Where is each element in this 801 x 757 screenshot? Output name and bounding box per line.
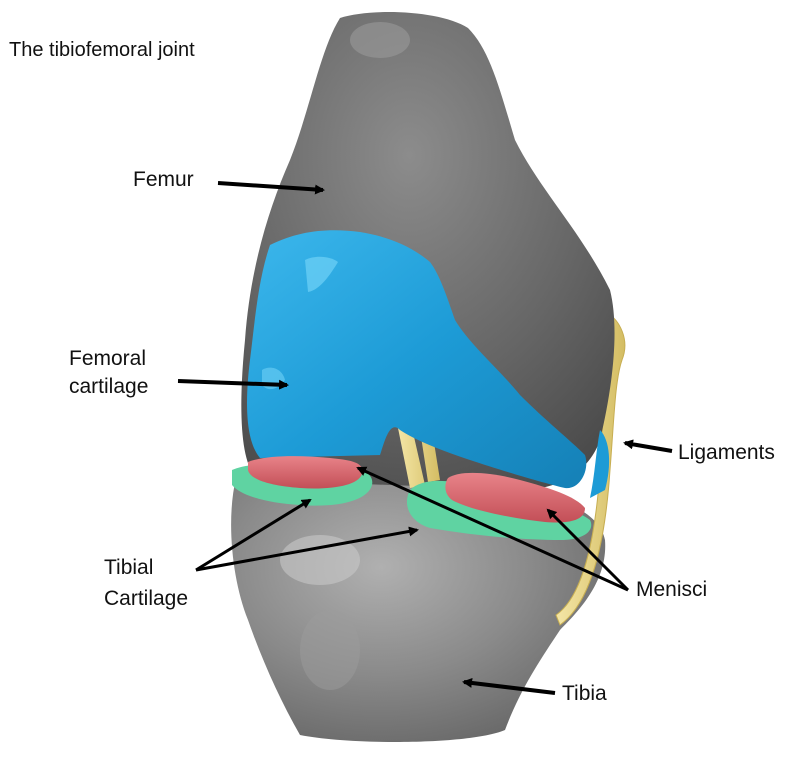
label-femoral-cartilage-line1: Femoral [69,346,146,372]
diagram-title: The tibiofemoral joint [9,39,195,62]
label-femoral-cartilage-line2: cartilage [69,374,148,400]
tibia-highlight-2 [300,610,360,690]
label-tibial-cartilage-line2: Cartilage [104,586,188,612]
arrow-ligaments [625,443,672,451]
label-menisci: Menisci [636,577,707,603]
label-tibial-cartilage-line1: Tibial [104,555,153,581]
label-ligaments: Ligaments [678,440,775,466]
label-femur: Femur [133,167,194,193]
label-tibia: Tibia [562,681,607,707]
femur-highlight [350,22,410,58]
